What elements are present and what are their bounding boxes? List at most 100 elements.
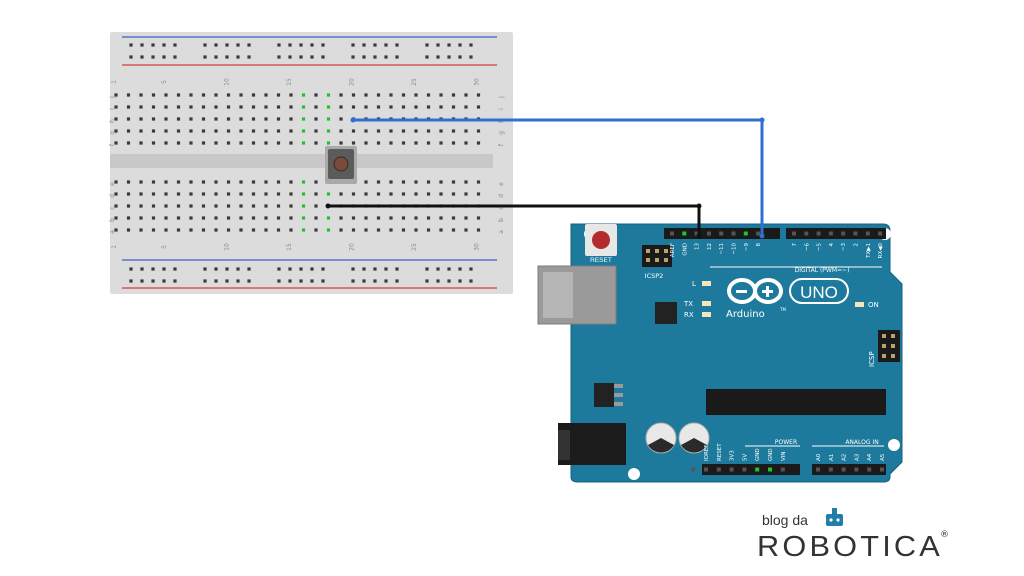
breadboard-hole [264, 105, 268, 109]
brand-blog-text: blog da [762, 512, 808, 528]
rail-hole [373, 279, 377, 283]
rail-hole [225, 267, 229, 271]
logo-plus-v [766, 286, 769, 297]
column-number: 15 [286, 243, 293, 251]
rail-hole [458, 267, 462, 271]
breadboard-hole [164, 216, 168, 220]
power-pin-label: 5V [742, 454, 748, 461]
rail-hole [173, 267, 177, 271]
row-letter: h [109, 119, 116, 123]
led-rx-label: RX [684, 311, 694, 319]
breadboard-hole [289, 192, 293, 196]
breadboard-hole [439, 216, 443, 220]
rail-hole [362, 267, 366, 271]
column-number: 20 [349, 78, 356, 86]
column-number: 25 [411, 243, 418, 251]
power-pin [768, 467, 772, 472]
breadboard-hole [289, 204, 293, 208]
breadboard-hole [326, 117, 331, 121]
rail-hole [321, 267, 325, 271]
breadboard-hole [214, 93, 218, 97]
breadboard-hole [376, 180, 381, 184]
breadboard-hole [264, 141, 268, 145]
breadboard-hole [476, 141, 481, 145]
breadboard-hole [289, 216, 293, 220]
breadboard-hole [239, 180, 243, 184]
breadboard-hole [464, 228, 468, 232]
breadboard-hole [189, 105, 193, 109]
column-number: 1 [111, 80, 118, 84]
breadboard-hole [189, 216, 193, 220]
breadboard-hole [464, 129, 468, 133]
led-on [855, 302, 864, 307]
breadboard-hole [364, 192, 368, 196]
breadboard-hole [276, 93, 281, 97]
rail-hole [151, 55, 155, 59]
breadboard-hole [114, 93, 118, 97]
column-number: 1 [111, 245, 118, 249]
row-letter: j [498, 96, 505, 99]
breadboard-hole [176, 228, 181, 232]
breadboard-hole [426, 228, 431, 232]
breadboard-hole [451, 129, 456, 133]
breadboard-hole [439, 93, 443, 97]
breadboard-hole [214, 216, 218, 220]
breadboard-hole [251, 105, 256, 109]
rail-hole [362, 279, 366, 283]
breadboard-hole [251, 192, 256, 196]
breadboard-hole [314, 117, 318, 121]
breadboard-hole [226, 105, 231, 109]
row-letter: d [109, 194, 116, 198]
breadboard-hole [264, 180, 268, 184]
breadboard-hole [239, 204, 243, 208]
breadboard-hole [301, 93, 306, 97]
breadboard-hole [201, 117, 206, 121]
breadboard-hole [126, 228, 131, 232]
rail-hole [299, 43, 303, 47]
breadboard-hole [314, 228, 318, 232]
icsp2-pin [646, 258, 650, 262]
breadboard-hole [389, 105, 393, 109]
digital-pin [853, 231, 858, 236]
breadboard-hole [189, 129, 193, 133]
rail-hole [469, 55, 473, 59]
breadboard-hole [339, 192, 343, 196]
breadboard-hole [301, 105, 306, 109]
breadboard-hole [439, 180, 443, 184]
breadboard-hole [464, 93, 468, 97]
breadboard-hole [364, 105, 368, 109]
breadboard-hole [239, 117, 243, 121]
breadboard-hole [276, 204, 281, 208]
breadboard-hole [176, 204, 181, 208]
breadboard-hole [439, 129, 443, 133]
rail-hole [162, 43, 166, 47]
breadboard-hole [139, 204, 143, 208]
breadboard-hole [126, 180, 131, 184]
breadboard-hole [426, 192, 431, 196]
led-tx-label: TX [683, 300, 693, 308]
digital-pin [743, 231, 748, 236]
breadboard-hole [239, 192, 243, 196]
rail-hole [384, 55, 388, 59]
digital-pin-label: ~11 [719, 243, 725, 255]
rail-hole [225, 55, 229, 59]
rail-hole [247, 267, 251, 271]
arduino-logo: Arduino TM UNO [726, 278, 849, 320]
icsp-header [878, 330, 900, 362]
rail-hole [384, 279, 388, 283]
column-number: 10 [224, 243, 231, 251]
rail-hole [140, 279, 144, 283]
breadboard-hole [151, 117, 156, 121]
rail-hole [173, 55, 177, 59]
power-pin [716, 467, 721, 472]
row-letter: c [498, 206, 505, 209]
column-number: 5 [161, 245, 168, 249]
breadboard-hole [476, 129, 481, 133]
breadboard-hole [214, 228, 218, 232]
breadboard-hole [439, 105, 443, 109]
reset-label: RESET [590, 257, 612, 264]
breadboard-hole [139, 105, 143, 109]
breadboard-hole [264, 93, 268, 97]
rail-hole [310, 55, 314, 59]
